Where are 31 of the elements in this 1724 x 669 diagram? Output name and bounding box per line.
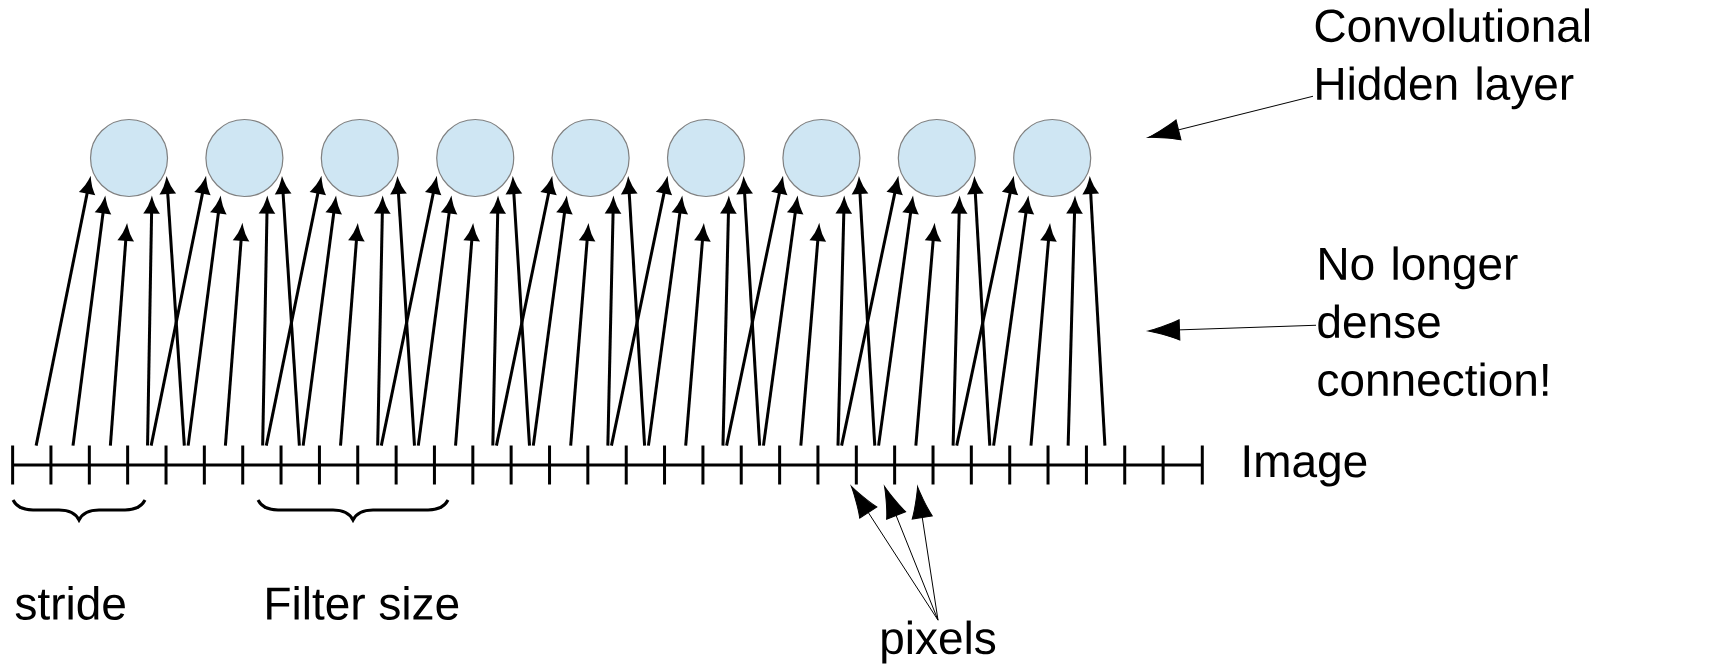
neuron-circle	[897, 118, 976, 198]
arrow	[339, 226, 364, 446]
leader-arrow	[911, 486, 939, 621]
annotation-text: pixels	[882, 620, 996, 664]
arrow	[108, 226, 133, 446]
arrow	[1083, 179, 1107, 446]
neuron-circle	[782, 118, 861, 198]
neuron-circle	[205, 118, 284, 198]
arrow	[454, 226, 479, 446]
label-text: Filter size	[267, 586, 459, 620]
leader-arrow	[884, 486, 939, 621]
leader-arrow	[850, 485, 939, 621]
arrow	[840, 179, 902, 446]
arrow	[684, 226, 710, 446]
leader-arrow	[1147, 95, 1314, 141]
neuron-circle	[666, 118, 746, 198]
arrow	[1029, 226, 1056, 446]
neuron-circle	[551, 118, 630, 198]
arrow	[799, 226, 825, 446]
neuron-circle	[1013, 118, 1092, 198]
pixel-segment	[1161, 444, 1204, 486]
arrow	[852, 179, 877, 446]
annotation-text: Convolutional Hidden layer	[1315, 8, 1589, 110]
annotation-text: No longer dense connection!	[1318, 246, 1548, 397]
neuron-circle	[89, 118, 169, 198]
neuron-circle	[436, 118, 515, 198]
arrow	[506, 179, 531, 446]
label-text: stride	[15, 586, 125, 620]
leader-arrow	[1147, 319, 1317, 341]
label-text: Image	[1244, 445, 1367, 487]
neuron-circle	[320, 118, 399, 198]
